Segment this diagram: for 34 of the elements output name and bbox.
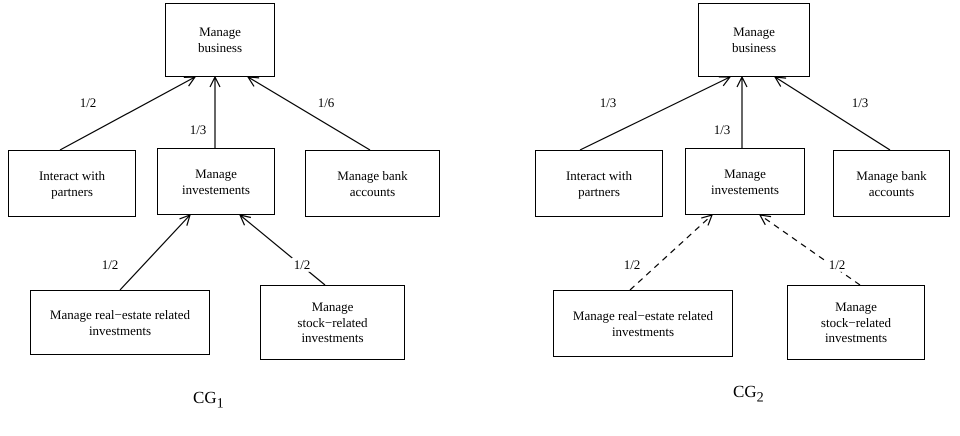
graph-caption: CG$_{1}$ bbox=[193, 388, 224, 412]
process-box: Manage business bbox=[698, 3, 810, 77]
arrow bbox=[60, 76, 196, 151]
arrow bbox=[247, 76, 370, 151]
process-box: Manage real−estate related investments bbox=[30, 290, 210, 355]
edge-label: 1/6 bbox=[316, 96, 336, 110]
process-box: Manage bank accounts bbox=[305, 150, 440, 217]
process-box: Manage stock−related investments bbox=[787, 285, 925, 360]
process-box: Interact with partners bbox=[8, 150, 136, 217]
process-box: Manage bank accounts bbox=[833, 150, 950, 217]
edge-label: 1/2 bbox=[100, 258, 120, 272]
edge-label: 1/3 bbox=[188, 122, 208, 138]
process-box: Manage business bbox=[165, 3, 275, 77]
arrow bbox=[209, 76, 221, 148]
arrow bbox=[580, 76, 731, 151]
process-box: Manage stock−related investments bbox=[260, 285, 405, 360]
arrow bbox=[736, 76, 748, 148]
edge-label: 1/3 bbox=[598, 96, 618, 110]
arrow bbox=[630, 214, 713, 290]
edge-label: 1/3 bbox=[712, 122, 732, 138]
edge-label: 1/2 bbox=[826, 258, 848, 272]
edge-label: 1/2 bbox=[622, 258, 642, 272]
process-box: Manage investements bbox=[685, 148, 805, 215]
arrow bbox=[759, 214, 860, 286]
edge-label: 1/2 bbox=[78, 96, 98, 110]
process-box: Manage real−estate related investments bbox=[553, 290, 733, 357]
graph-caption: CG$_{2}$ bbox=[733, 382, 764, 406]
process-box: Interact with partners bbox=[535, 150, 663, 217]
edge-label: 1/3 bbox=[850, 96, 870, 110]
edge-label: 1/2 bbox=[292, 258, 312, 272]
arrow bbox=[774, 76, 890, 150]
arrow bbox=[120, 214, 191, 290]
process-box: Manage investements bbox=[157, 148, 275, 215]
arrow bbox=[239, 214, 326, 286]
